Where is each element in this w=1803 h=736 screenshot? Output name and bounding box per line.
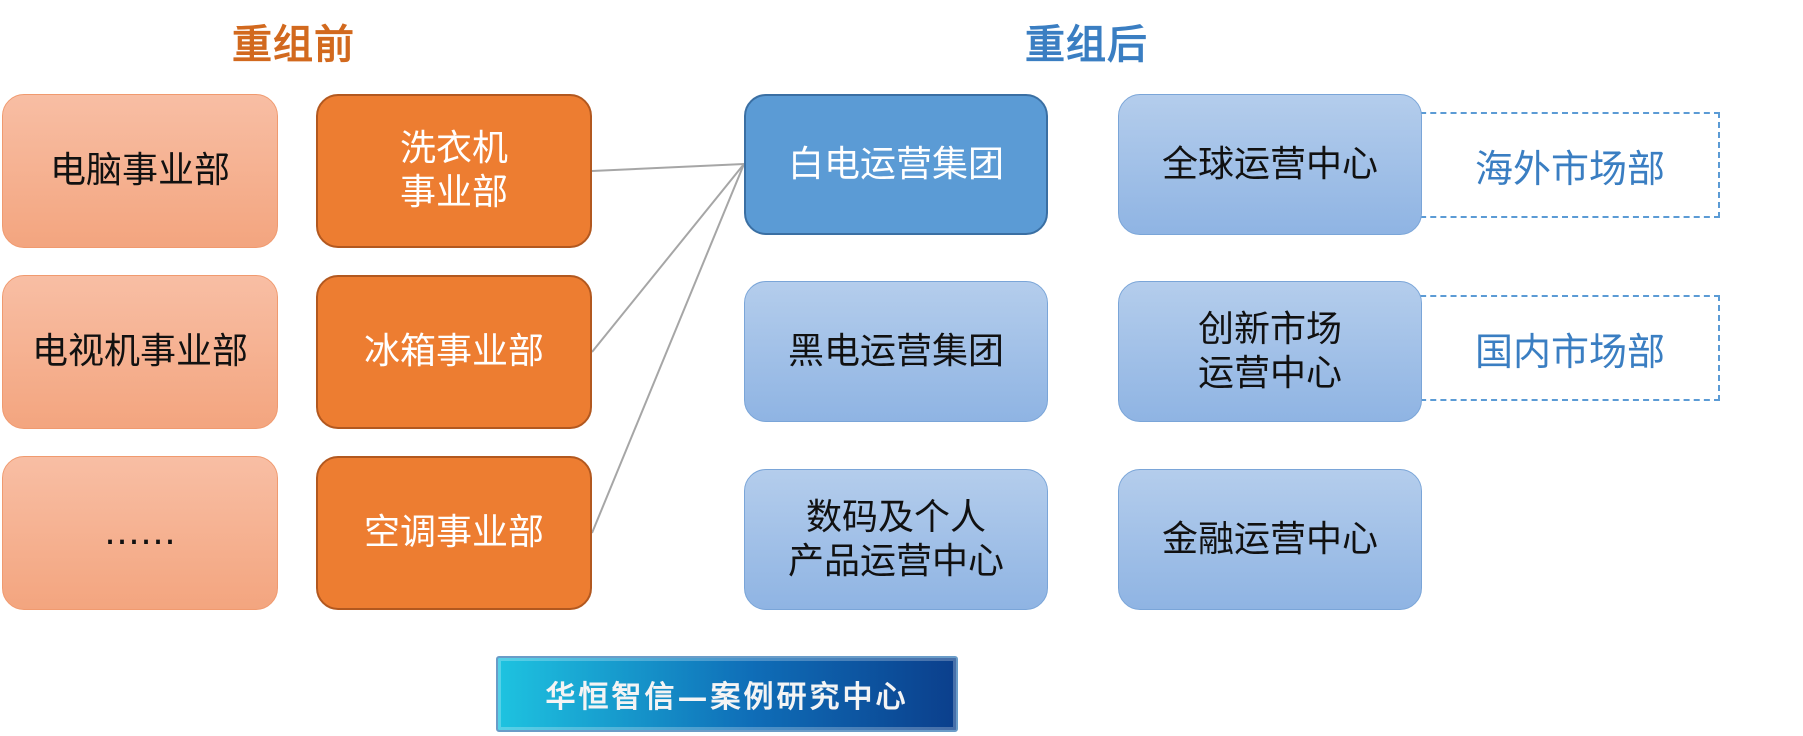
box-global-ops-center: 全球运营中心: [1118, 94, 1422, 235]
box-washer-division: 洗衣机 事业部: [316, 94, 592, 248]
box-fridge-division: 冰箱事业部: [316, 275, 592, 429]
box-overseas-market: 海外市场部: [1410, 112, 1720, 218]
box-domestic-market: 国内市场部: [1410, 295, 1720, 401]
box-digital-products-center: 数码及个人 产品运营中心: [744, 469, 1048, 610]
heading-after: 重组后: [1025, 22, 1148, 68]
box-ac-division: 空调事业部: [316, 456, 592, 610]
box-white-goods-group: 白电运营集团: [744, 94, 1048, 235]
overseas-market-label: 海外市场部: [1474, 146, 1665, 191]
box-black-goods-group: 黑电运营集团: [744, 281, 1048, 422]
connector-ac: [591, 163, 745, 534]
connector-fridge: [591, 163, 745, 353]
box-finance-ops-center: 金融运营中心: [1118, 469, 1422, 610]
domestic-market-label: 国内市场部: [1474, 329, 1665, 374]
connector-washer: [591, 163, 745, 172]
footer-banner: 华恒智信—案例研究中心: [496, 656, 958, 732]
box-tv-division: 电视机事业部: [2, 275, 278, 429]
box-innovation-market-center: 创新市场 运营中心: [1118, 281, 1422, 422]
box-ellipsis: ……: [2, 456, 278, 610]
heading-before: 重组前: [232, 22, 355, 68]
box-computer-division: 电脑事业部: [2, 94, 278, 248]
